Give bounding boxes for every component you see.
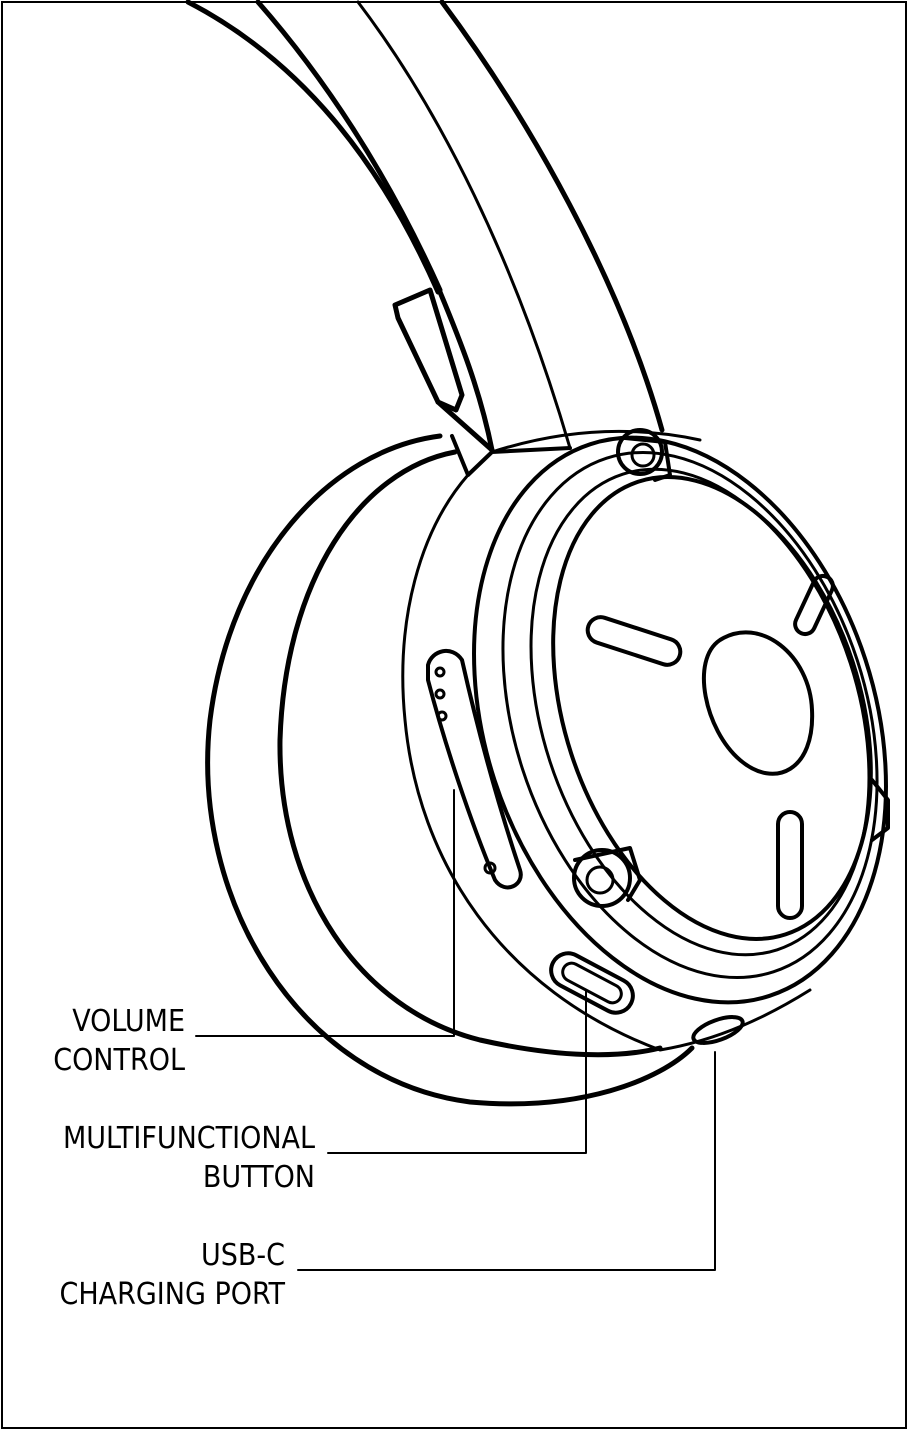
multifunctional-button-line1: MULTIFUNCTIONAL [40, 1119, 315, 1158]
volume-control-line1: VOLUME [40, 1002, 185, 1041]
multifunctional-button-line2: BUTTON [40, 1158, 315, 1197]
usb-c-port-label: USB-C CHARGING PORT [40, 1236, 285, 1314]
usb-c-port [690, 1012, 746, 1049]
earcup-shell [403, 384, 910, 1056]
multifunctional-button [545, 947, 639, 1018]
leader-usb [298, 1052, 715, 1270]
leader-volume [196, 790, 454, 1036]
volume-control-line2: CONTROL [40, 1041, 185, 1080]
leader-button [328, 990, 586, 1153]
volume-control-label: VOLUME CONTROL [40, 1002, 185, 1080]
usb-c-port-line2: CHARGING PORT [40, 1275, 285, 1314]
screws [574, 430, 888, 906]
plate-details [584, 573, 836, 918]
headband [188, 2, 662, 475]
usb-c-port-line1: USB-C [40, 1236, 285, 1275]
multifunctional-button-label: MULTIFUNCTIONAL BUTTON [40, 1119, 315, 1197]
ear-cushion [208, 436, 692, 1104]
